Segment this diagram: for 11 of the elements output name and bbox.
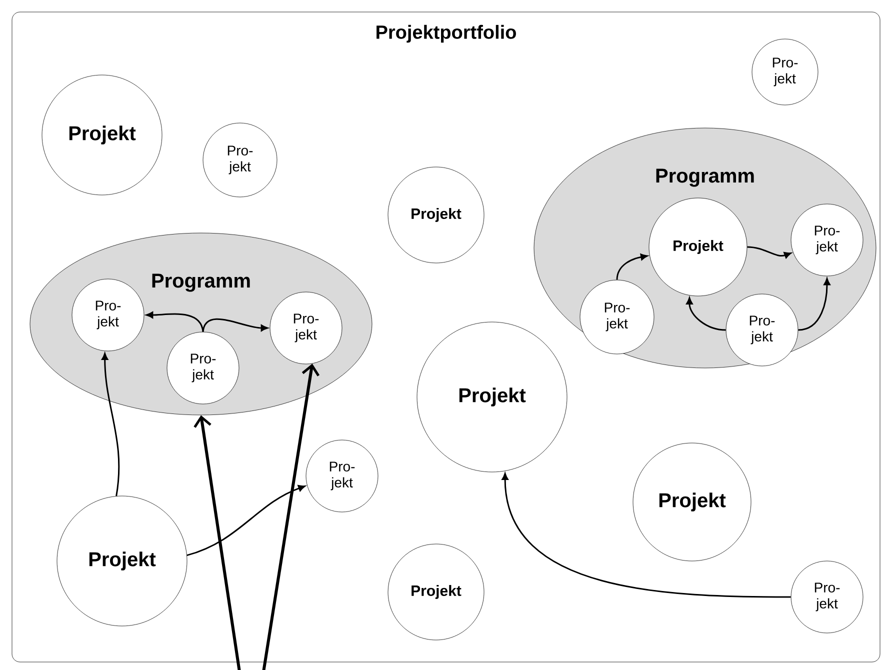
arrow xyxy=(146,312,204,332)
arrow xyxy=(616,254,648,280)
arrow xyxy=(686,297,726,331)
arrow xyxy=(798,278,830,331)
arrow xyxy=(102,352,120,496)
arrow xyxy=(202,318,268,332)
arrow xyxy=(186,485,306,556)
arrow xyxy=(194,415,242,670)
arrow xyxy=(747,246,792,258)
arrow xyxy=(502,472,791,598)
arrow xyxy=(262,364,320,670)
